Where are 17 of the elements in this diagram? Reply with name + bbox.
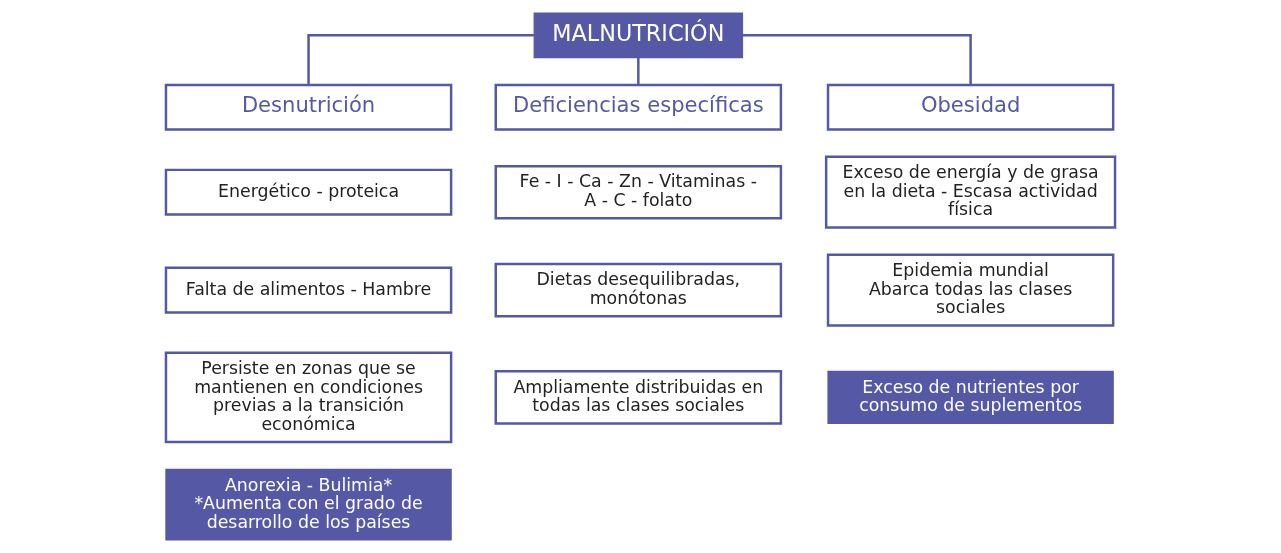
node-box: Dietas desequilibradas, monótonas bbox=[494, 262, 783, 318]
connector bbox=[307, 34, 534, 85]
node-box: Anorexia - Bulimia* *Aumenta con el grado de desarrollo de los países bbox=[165, 468, 452, 541]
node-box: Epidemia mundial Abarca todas las clases sociales bbox=[826, 253, 1115, 327]
node-box: Fe - I - Ca - Zn - Vitaminas - A - C - folato bbox=[494, 164, 783, 220]
node-box: Persiste en zonas que se mantienen en condiciones previas a la transición económica bbox=[164, 351, 453, 444]
node-box: Falta de alimentos - Hambre bbox=[164, 266, 453, 314]
node-box: Energético - proteica bbox=[164, 168, 453, 216]
node-box: Deficiencias específicas bbox=[494, 83, 783, 131]
node-box: Desnutrición bbox=[164, 83, 453, 131]
connector bbox=[742, 34, 972, 85]
node-box: MALNUTRICIÓN bbox=[533, 12, 744, 59]
node-box: Obesidad bbox=[826, 83, 1115, 131]
connector bbox=[637, 57, 640, 85]
node-box: Ampliamente distribuidas en todas las clases sociales bbox=[494, 370, 783, 425]
node-box: Exceso de energía y de grasa en la dieta - Escasa actividad física bbox=[824, 155, 1117, 229]
node-box: Exceso de nutrientes por consumo de suplementos bbox=[827, 370, 1114, 425]
